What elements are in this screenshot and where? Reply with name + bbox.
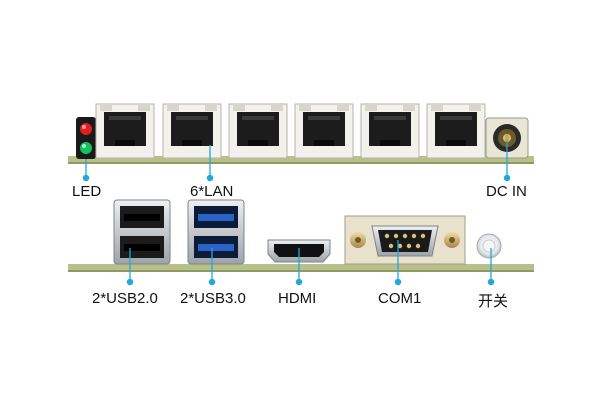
usb-port-icon [113, 199, 171, 265]
callout-lines [82, 140, 511, 286]
led-indicator-icon [76, 117, 96, 159]
power-button-icon [476, 233, 502, 259]
pcb-strip-top [68, 156, 534, 163]
dc-in-label: DC IN [486, 183, 527, 200]
rj45-port-icon [360, 103, 420, 159]
rj45-port-icon [162, 103, 222, 159]
lan-label: 6*LAN [190, 183, 234, 200]
pcb-strip-bottom [68, 264, 534, 271]
rj45-port-icon [294, 103, 354, 159]
rj45-port-icon [95, 103, 155, 159]
switch-label: 开关 [478, 292, 509, 310]
usb-port-icon [187, 199, 245, 265]
com1-label: COM1 [378, 290, 422, 307]
hdmi-label: HDMI [278, 290, 317, 307]
rj45-port-icon [228, 103, 288, 159]
usb3-label: 2*USB3.0 [180, 290, 246, 307]
db9-port-icon [344, 215, 466, 265]
led-label: LED [72, 183, 102, 200]
rj45-port-icon [426, 103, 486, 159]
usb2-label: 2*USB2.0 [92, 290, 158, 307]
dc-jack-icon [485, 117, 529, 159]
